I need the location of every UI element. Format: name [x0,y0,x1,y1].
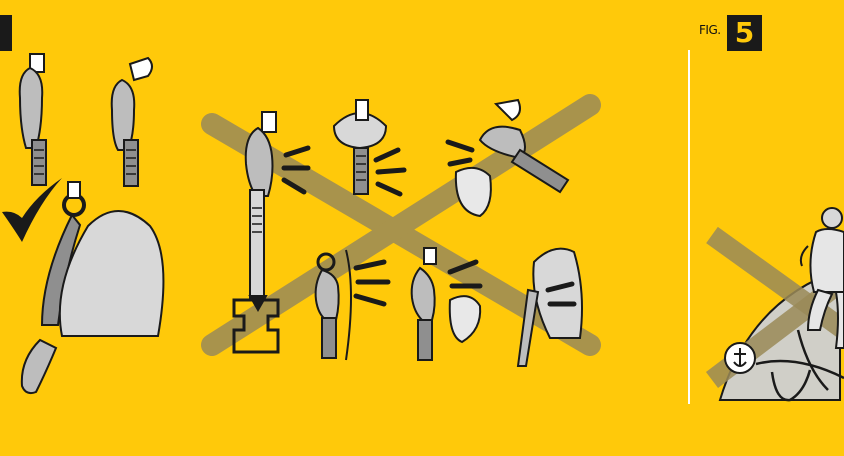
correct-quickdraw-2 [112,58,152,186]
incorrect-quickdraw-ring [334,100,386,194]
correct-checkmark-icon [2,178,62,242]
anchor-icon [725,343,755,373]
incorrect-sling-hood [518,249,582,366]
correct-quickdraw-1 [20,54,46,185]
correct-sling-over-hood [22,182,164,393]
